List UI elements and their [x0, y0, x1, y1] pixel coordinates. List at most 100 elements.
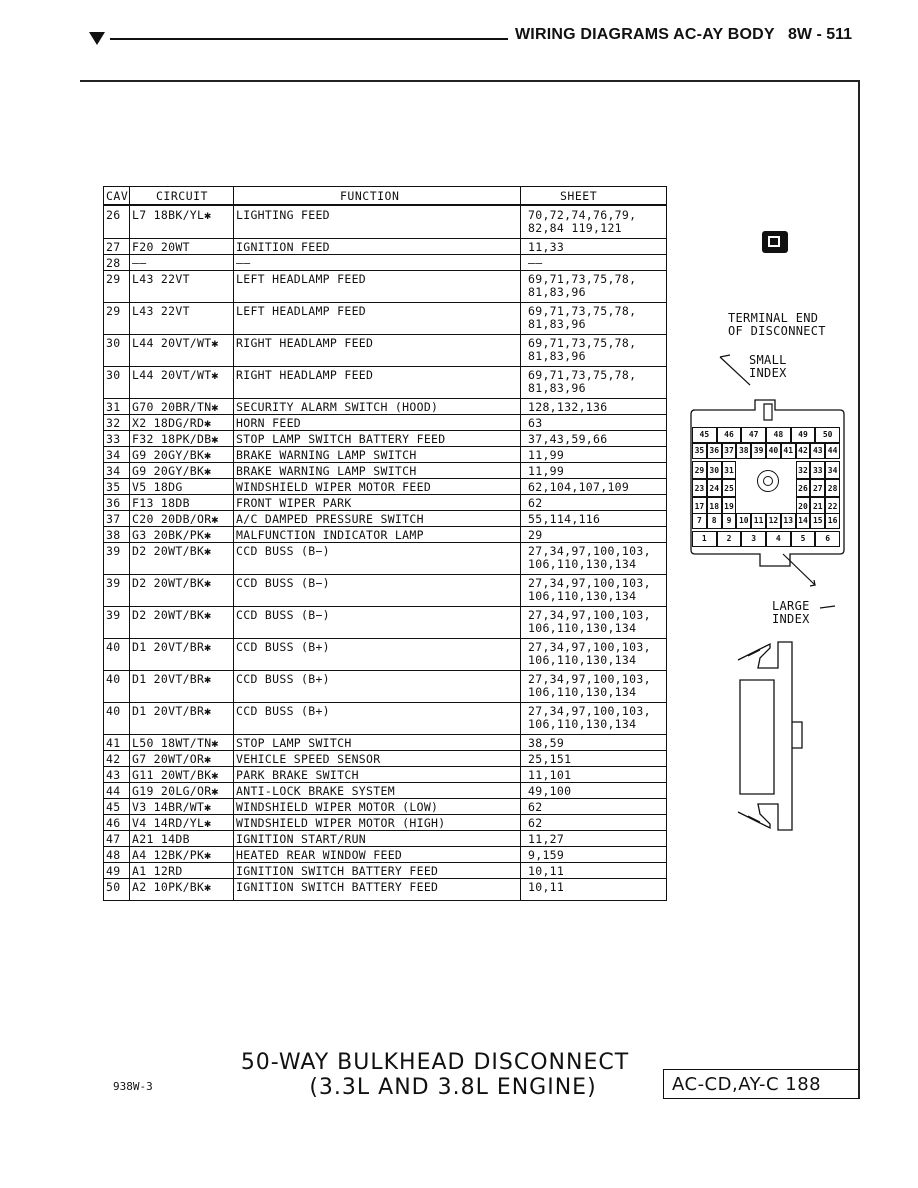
connector-pin: 30	[706, 461, 722, 479]
connector-pin: 9	[721, 513, 737, 529]
cell-sheet: 11,101	[528, 768, 572, 782]
cell-sheet: 11,33	[528, 240, 565, 254]
page-title: WIRING DIAGRAMS AC-AY BODY	[515, 26, 775, 43]
cell-sheet: 62	[528, 496, 543, 510]
cell-cav: 32	[106, 416, 121, 430]
connector-pin: 7	[692, 513, 707, 529]
cell-circuit: L43 22VT	[132, 272, 190, 286]
cell-cav: 38	[106, 528, 121, 542]
cell-sheet: 49,100	[528, 784, 572, 798]
cell-circuit: G19 20LG/OR✱	[132, 784, 219, 798]
cell-sheet: 25,151	[528, 752, 572, 766]
cell-cav: 43	[106, 768, 121, 782]
cell-circuit: L44 20VT/WT✱	[132, 368, 219, 382]
connector-pin: 42	[795, 443, 811, 459]
cell-cav: 50	[106, 880, 121, 894]
cell-cav: 40	[106, 640, 121, 654]
small-index-label: SMALL INDEX	[749, 353, 787, 380]
cell-cav: 42	[106, 752, 121, 766]
cell-cav: 34	[106, 464, 121, 478]
header-triangle-icon	[89, 32, 105, 45]
cell-sheet: 38,59	[528, 736, 565, 750]
cell-function: STOP LAMP SWITCH	[236, 736, 352, 750]
connector-pin: 23	[692, 479, 707, 497]
cell-cav: 30	[106, 336, 121, 350]
row-divider	[104, 334, 666, 335]
cell-cav: 45	[106, 800, 121, 814]
header-function: FUNCTION	[340, 189, 400, 203]
cell-circuit: F20 20WT	[132, 240, 190, 254]
cell-cav: 39	[106, 608, 121, 622]
cell-cav: 34	[106, 448, 121, 462]
cell-sheet: 69,71,73,75,78, 81,83,96	[528, 368, 637, 395]
cell-cav: 49	[106, 864, 121, 878]
row-divider	[104, 638, 666, 639]
page-number: 8W - 511	[788, 26, 853, 43]
cell-sheet: 69,71,73,75,78, 81,83,96	[528, 304, 637, 331]
cell-circuit: A1 12RD	[132, 864, 183, 878]
connector-icon-inner	[768, 236, 780, 247]
row-divider	[104, 750, 666, 751]
cell-function: WINDSHIELD WIPER MOTOR (HIGH)	[236, 816, 446, 830]
connector-center-hole-inner	[763, 476, 773, 486]
connector-pin: 39	[751, 443, 766, 459]
cell-function: WINDSHIELD WIPER MOTOR FEED	[236, 480, 432, 494]
cell-sheet: 62,104,107,109	[528, 480, 630, 494]
cell-function: HEATED REAR WINDOW FEED	[236, 848, 403, 862]
connector-pin: 29	[692, 461, 707, 479]
connector-pin: 3	[741, 531, 766, 547]
cell-function: FRONT WIPER PARK	[236, 496, 352, 510]
connector-pin: 47	[741, 427, 766, 443]
cell-function: A/C DAMPED PRESSURE SWITCH	[236, 512, 424, 526]
cell-circuit: A2 10PK/BK✱	[132, 880, 212, 894]
connector-pin: 14	[795, 513, 811, 529]
connector-pin: 12	[766, 513, 781, 529]
connector-pin: 10	[736, 513, 752, 529]
header-divider	[104, 204, 666, 206]
cell-function: RIGHT HEADLAMP FEED	[236, 336, 374, 350]
cell-circuit: G70 20BR/TN✱	[132, 400, 219, 414]
connector-pin: 45	[692, 427, 717, 443]
cell-circuit: X2 18DG/RD✱	[132, 416, 212, 430]
cell-sheet: 27,34,97,100,103, 106,110,130,134	[528, 544, 651, 571]
cell-circuit: G3 20BK/PK✱	[132, 528, 212, 542]
diagram-title-line2: (3.3L AND 3.8L ENGINE)	[309, 1075, 597, 1100]
cell-cav: 27	[106, 240, 121, 254]
connector-outline	[690, 354, 845, 609]
row-divider	[104, 734, 666, 735]
connector-pin: 32	[795, 461, 811, 479]
connector-pin: 40	[766, 443, 781, 459]
cell-cav: 37	[106, 512, 121, 526]
cell-sheet: 27,34,97,100,103, 106,110,130,134	[528, 640, 651, 667]
cell-function: VEHICLE SPEED SENSOR	[236, 752, 381, 766]
cell-circuit: ——	[132, 256, 147, 270]
cell-circuit: D2 20WT/BK✱	[132, 608, 212, 622]
figure-code: 938W-3	[113, 1080, 153, 1093]
connector-pin: 41	[780, 443, 796, 459]
large-index-label: LARGE INDEX	[772, 599, 810, 626]
cell-circuit: G9 20GY/BK✱	[132, 464, 212, 478]
connector-pin: 6	[815, 531, 840, 547]
diagram-title-line1: 50-WAY BULKHEAD DISCONNECT	[240, 1050, 630, 1075]
cell-sheet: 9,159	[528, 848, 565, 862]
row-divider	[104, 702, 666, 703]
cell-cav: 28	[106, 256, 121, 270]
cell-sheet: 11,99	[528, 464, 565, 478]
cell-cav: 47	[106, 832, 121, 846]
connector-pin: 44	[825, 443, 840, 459]
connector-pin: 24	[706, 479, 722, 497]
cell-function: PARK BRAKE SWITCH	[236, 768, 359, 782]
cell-function: BRAKE WARNING LAMP SWITCH	[236, 464, 417, 478]
diagram-title: 50-WAY BULKHEAD DISCONNECT (3.3L AND 3.8…	[240, 1050, 630, 1100]
connector-pin: 36	[706, 443, 722, 459]
column-divider	[233, 187, 234, 900]
cell-function: STOP LAMP SWITCH BATTERY FEED	[236, 432, 446, 446]
connector-pin: 31	[721, 461, 737, 479]
cell-function: ANTI-LOCK BRAKE SYSTEM	[236, 784, 395, 798]
connector-side-profile	[737, 641, 803, 831]
cell-sheet: 27,34,97,100,103, 106,110,130,134	[528, 672, 651, 699]
connector-pin: 48	[766, 427, 791, 443]
cell-circuit: A21 14DB	[132, 832, 190, 846]
row-divider	[104, 782, 666, 783]
row-divider	[104, 878, 666, 879]
